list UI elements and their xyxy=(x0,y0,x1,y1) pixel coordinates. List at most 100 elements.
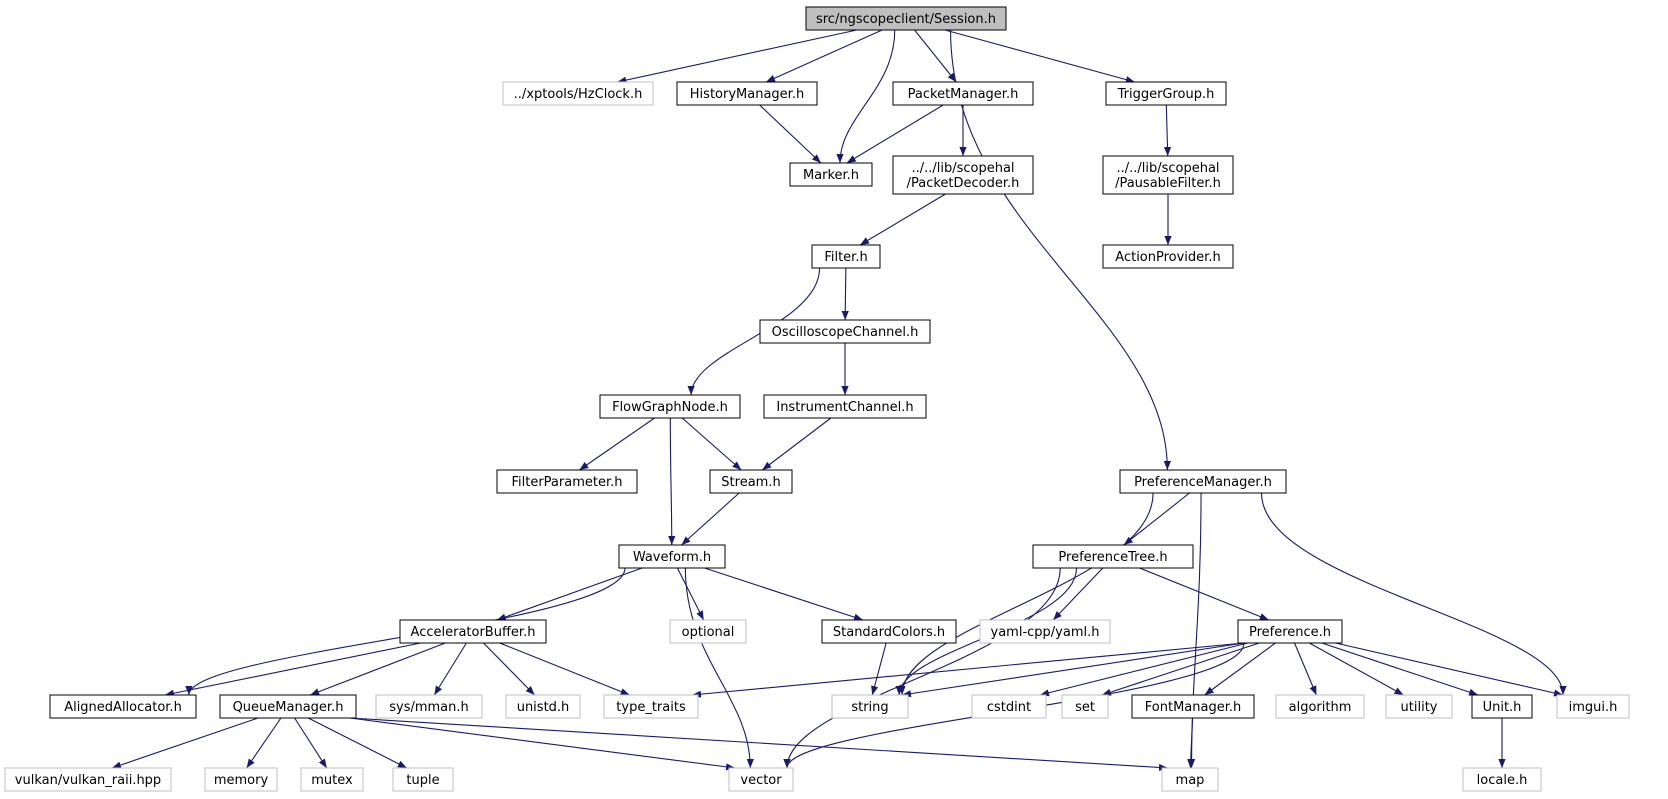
node-osc[interactable]: OscilloscopeChannel.h xyxy=(759,319,931,344)
edge-waveform-to-vector xyxy=(684,567,754,769)
edge-preftree-to-yaml xyxy=(1052,567,1104,621)
node-label-fontmgr: FontManager.h xyxy=(1145,700,1241,715)
node-filter[interactable]: Filter.h xyxy=(811,244,881,269)
node-box-unistd xyxy=(505,694,581,719)
node-box-stdcolors xyxy=(821,619,957,644)
node-box-flowgraph xyxy=(599,394,741,419)
node-optional: optional xyxy=(669,619,747,644)
node-preftree[interactable]: PreferenceTree.h xyxy=(1032,544,1194,569)
node-marker[interactable]: Marker.h xyxy=(789,162,873,187)
node-prefmgr[interactable]: PreferenceManager.h xyxy=(1119,469,1287,494)
edge-pref-to-typetraits xyxy=(691,642,1245,698)
edge-history-to-marker xyxy=(759,104,822,164)
node-packetmgr[interactable]: PacketManager.h xyxy=(892,81,1034,106)
node-vulkan: vulkan/vulkan_raii.hpp xyxy=(4,767,172,792)
node-instrument[interactable]: InstrumentChannel.h xyxy=(763,394,927,419)
node-label-filter: Filter.h xyxy=(824,250,867,265)
node-box-osc xyxy=(759,319,931,344)
node-box-action xyxy=(1102,244,1234,269)
edge-prefmgr-to-preftree xyxy=(1123,492,1190,546)
nodes-layer: src/ngscopeclient/Session.h ../xptools/Hz… xyxy=(4,6,1630,792)
node-box-marker xyxy=(789,162,873,187)
edge-prefmgr-to-map xyxy=(1187,492,1202,769)
edge-session-to-hzclock xyxy=(617,29,857,84)
node-label-yaml: yaml-cpp/yaml.h xyxy=(991,625,1100,640)
node-label-packetmgr: PacketManager.h xyxy=(908,87,1019,102)
node-box-set xyxy=(1061,694,1109,719)
node-memory: memory xyxy=(204,767,278,792)
node-label-algorithm: algorithm xyxy=(1289,700,1352,715)
node-algorithm: algorithm xyxy=(1275,694,1365,719)
node-action[interactable]: ActionProvider.h xyxy=(1102,244,1234,269)
node-queue[interactable]: QueueManager.h xyxy=(219,694,357,719)
node-label-set: set xyxy=(1075,700,1095,715)
node-label-flowgraph: FlowGraphNode.h xyxy=(612,400,728,415)
node-yaml: yaml-cpp/yaml.h xyxy=(979,619,1111,644)
node-stdcolors[interactable]: StandardColors.h xyxy=(821,619,957,644)
edge-prefmgr-to-string xyxy=(898,492,1154,696)
node-box-tuple xyxy=(392,767,454,792)
node-history[interactable]: HistoryManager.h xyxy=(676,81,818,106)
node-box-pausable xyxy=(1102,155,1234,195)
edge-waveform-to-optional xyxy=(676,567,705,621)
node-session[interactable]: src/ngscopeclient/Session.h xyxy=(805,6,1007,31)
node-box-imgui xyxy=(1556,694,1630,719)
node-box-queue xyxy=(219,694,357,719)
node-label-stdcolors: StandardColors.h xyxy=(833,625,945,640)
node-box-filterparam xyxy=(496,469,638,494)
node-box-memory xyxy=(204,767,278,792)
node-pref[interactable]: Preference.h xyxy=(1237,619,1343,644)
node-label-session: src/ngscopeclient/Session.h xyxy=(816,12,996,27)
node-typetraits: type_traits xyxy=(603,694,699,719)
node-packetdec[interactable]: ../../lib/scopehal/PacketDecoder.h xyxy=(892,155,1034,195)
edge-flowgraph-to-stream xyxy=(681,417,742,471)
node-label-vulkan: vulkan/vulkan_raii.hpp xyxy=(15,773,161,788)
node-box-yaml xyxy=(979,619,1111,644)
node-label-string: string xyxy=(851,700,888,715)
node-flowgraph[interactable]: FlowGraphNode.h xyxy=(599,394,741,419)
node-hzclock: ../xptools/HzClock.h xyxy=(502,81,654,106)
node-box-accel xyxy=(399,619,547,644)
node-pausable[interactable]: ../../lib/scopehal/PausableFilter.h xyxy=(1102,155,1234,195)
node-label-imgui: imgui.h xyxy=(1569,700,1618,715)
edge-queue-to-memory xyxy=(246,717,282,769)
node-mutex: mutex xyxy=(300,767,364,792)
node-box-vulkan xyxy=(4,767,172,792)
edge-preftree-to-pref xyxy=(1139,567,1269,621)
node-accel[interactable]: AcceleratorBuffer.h xyxy=(399,619,547,644)
edge-flowgraph-to-waveform xyxy=(668,417,676,546)
node-box-typetraits xyxy=(603,694,699,719)
node-tuple: tuple xyxy=(392,767,454,792)
node-unit[interactable]: Unit.h xyxy=(1471,694,1533,719)
edge-queue-to-vulkan xyxy=(111,717,259,769)
edge-accel-to-queue xyxy=(310,642,446,696)
node-label-stream: Stream.h xyxy=(721,475,780,490)
node-filterparam[interactable]: FilterParameter.h xyxy=(496,469,638,494)
node-label-hzclock: ../xptools/HzClock.h xyxy=(514,87,643,102)
edge-pref-to-imgui xyxy=(1335,642,1564,697)
node-box-map xyxy=(1161,767,1219,792)
node-label-cstdint: cstdint xyxy=(987,700,1031,715)
node-unistd: unistd.h xyxy=(505,694,581,719)
node-label-pausable-line2: /PausableFilter.h xyxy=(1115,176,1221,191)
node-stream[interactable]: Stream.h xyxy=(709,469,793,494)
node-label-marker: Marker.h xyxy=(803,168,859,183)
node-label-unit: Unit.h xyxy=(1483,700,1522,715)
node-aligned[interactable]: AlignedAllocator.h xyxy=(49,694,197,719)
edge-queue-to-vector xyxy=(349,717,736,771)
node-label-prefmgr: PreferenceManager.h xyxy=(1134,475,1272,490)
node-box-mman xyxy=(375,694,483,719)
edges-layer xyxy=(111,29,1567,772)
node-box-fontmgr xyxy=(1131,694,1255,719)
node-box-cstdint xyxy=(971,694,1047,719)
node-label-locale: locale.h xyxy=(1477,773,1528,788)
edge-pref-to-utility xyxy=(1309,642,1404,696)
node-label-packetdec-line1: ../../lib/scopehal xyxy=(911,161,1014,176)
node-fontmgr[interactable]: FontManager.h xyxy=(1131,694,1255,719)
node-label-waveform: Waveform.h xyxy=(633,550,711,565)
node-label-memory: memory xyxy=(214,773,269,788)
node-trigger[interactable]: TriggerGroup.h xyxy=(1105,81,1227,106)
edge-accel-to-aligned xyxy=(164,642,421,697)
node-waveform[interactable]: Waveform.h xyxy=(618,544,726,569)
